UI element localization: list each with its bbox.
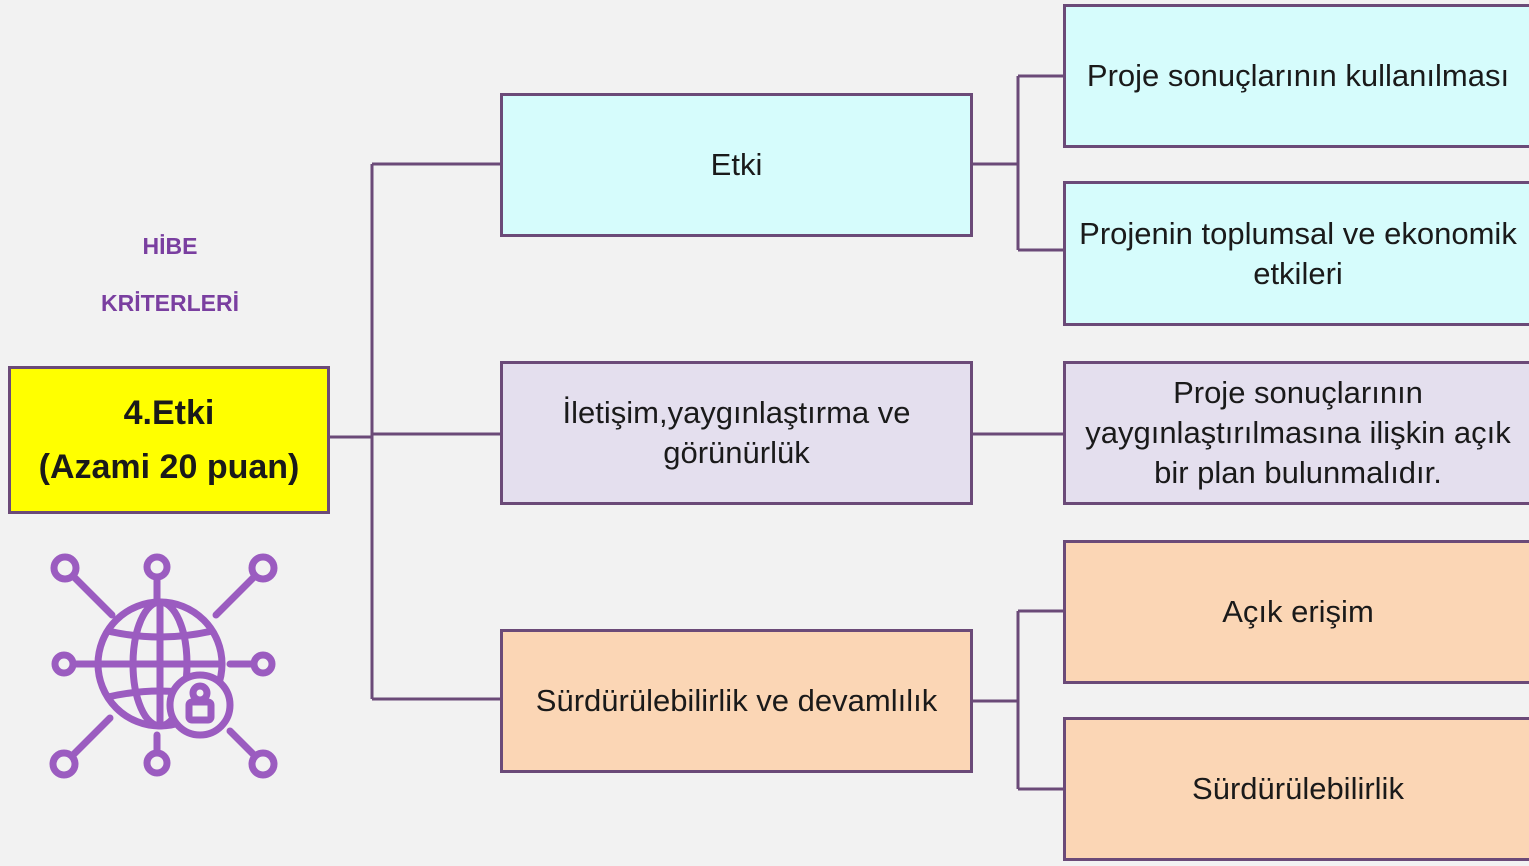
item-box-dissemination-plan: Proje sonuçlarının yaygınlaştırılmasına … (1063, 361, 1529, 505)
criteria-heading-line1: HİBE (142, 233, 198, 259)
root-subtitle: (Azami 20 puan) (38, 448, 300, 486)
category-box-sustainability: Sürdürülebilirlik ve devamlılık (500, 629, 973, 773)
item-label-results-usage: Proje sonuçlarının kullanılması (1086, 58, 1510, 94)
criteria-heading-line2: KRİTERLERİ (101, 290, 239, 316)
item-box-results-usage: Proje sonuçlarının kullanılması (1063, 4, 1529, 148)
item-label-dissemination-plan: Proje sonuçlarının yaygınlaştırılmasına … (1085, 375, 1511, 490)
item-box-sustainability: Sürdürülebilirlik (1063, 717, 1529, 861)
category-box-communication: İletişim,yaygınlaştırma ve görünürlük (500, 361, 973, 505)
category-box-impact: Etki (500, 93, 973, 237)
item-label-open-access: Açık erişim (1222, 594, 1374, 630)
network-globe-lock-icon (49, 553, 278, 779)
category-label-sustainability: Sürdürülebilirlik ve devamlılık (535, 683, 938, 719)
root-node: 4.Etki (Azami 20 puan) (8, 366, 330, 514)
item-box-social-economic-impact: Projenin toplumsal ve ekonomik etkileri (1063, 181, 1529, 326)
criteria-heading: HİBE KRİTERLERİ (40, 218, 300, 332)
category-label-communication: İletişim,yaygınlaştırma ve görünürlük (562, 395, 911, 470)
item-label-sustainability: Sürdürülebilirlik (1192, 771, 1404, 807)
item-box-open-access: Açık erişim (1063, 540, 1529, 684)
item-label-social-economic-impact: Projenin toplumsal ve ekonomik etkileri (1079, 215, 1517, 291)
category-label-impact: Etki (710, 147, 763, 183)
root-title: 4.Etki (123, 393, 215, 432)
